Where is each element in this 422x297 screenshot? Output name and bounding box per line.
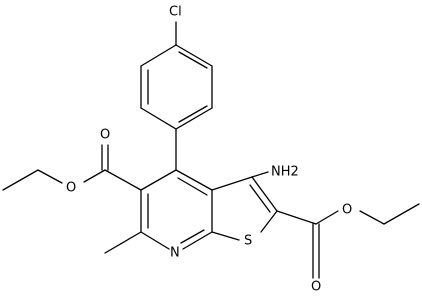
bond-c5-c4 [140,169,177,191]
bond-ring-bottom-right [175,107,213,130]
bond-o-ethyl-ch2 [37,169,63,184]
bond-ring-bottom-right-inner [178,105,208,123]
bond-n-c6 [140,231,170,250]
bond-c4a-c3 [211,176,253,191]
bond-s-c7a [211,231,240,241]
atom-label-n: N [170,246,180,261]
bond-o-ethyl-ch2 [359,210,385,225]
atom-label-nh2: NH2 [271,165,299,180]
bond-c3-c2 [251,176,278,212]
bond-c2-carbonyl [276,210,317,225]
bond-c2-s [260,210,278,233]
atom-label-s: S [244,234,252,249]
bond-ethyl-ch2-ch3 [2,169,39,191]
bond-carbonyl-o-single [83,169,106,183]
bond-c3-nh2 [251,171,269,178]
atom-label-o-right-ether: O [342,203,352,218]
bond-c3-c2-inner [249,184,271,213]
bond-carbonyl-o-single [315,210,339,225]
bond-c5-carbonyl [104,169,142,191]
bond-c6-methyl [104,231,142,254]
atom-label-cl: Cl [169,5,182,20]
bond-ring-top-right [175,44,213,67]
atom-labels: Cl NH2 N S O O O O [66,5,352,295]
atom-label-o-right-carbonyl: O [311,280,321,295]
atom-label-o-left-ether: O [66,181,76,196]
bond-c7a-n [182,231,213,250]
bond-ring-top-right-inner [178,51,208,69]
bond-c4-c4a-inner [177,177,208,196]
atom-label-o-left-carbonyl: O [100,128,110,143]
bond-ring-top-left [140,44,177,67]
bond-ethyl-ch2-ch3 [383,203,420,225]
bond-ring-bottom-left [140,107,177,130]
bond-c7a-n-inner [180,229,205,244]
bonds [2,21,420,279]
bond-c4-c4a [175,169,213,191]
